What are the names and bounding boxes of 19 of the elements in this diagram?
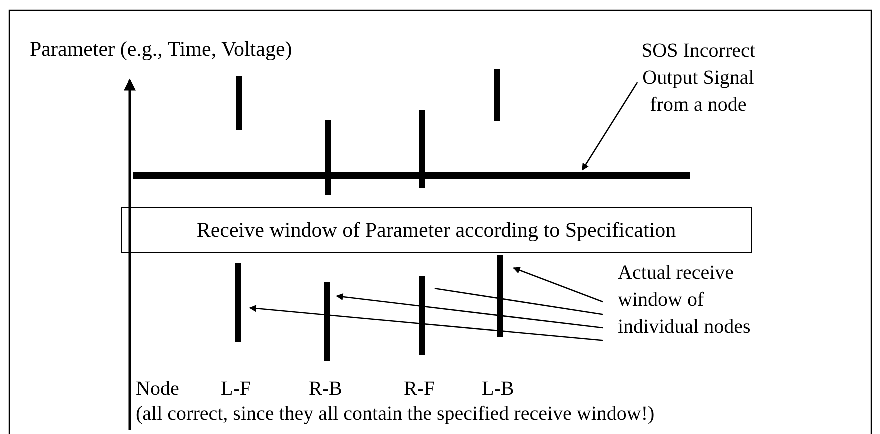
window-bar bbox=[419, 276, 425, 355]
leader-arrow bbox=[249, 305, 604, 342]
node-label: R-F bbox=[404, 377, 436, 402]
leader-arrow bbox=[582, 82, 638, 171]
node-label: L-F bbox=[221, 377, 251, 402]
node-label: L-B bbox=[482, 377, 514, 402]
window-bar bbox=[235, 263, 241, 342]
row-label: Node bbox=[136, 377, 180, 402]
annotation-text: SOS Incorrect Output Signal from a node bbox=[640, 39, 756, 118]
specification-box: Receive window of Parameter according to Specification bbox=[121, 207, 752, 253]
note-text: (all correct, since they all contain the specified receive window!) bbox=[136, 402, 655, 427]
window-bar bbox=[497, 255, 503, 337]
leader-arrow bbox=[336, 294, 604, 329]
leader-line bbox=[434, 288, 604, 316]
leader-arrow bbox=[513, 267, 604, 303]
annotation-text: Actual receive window of individual nodes bbox=[618, 261, 752, 340]
axis-label: Parameter (e.g., Time, Voltage) bbox=[30, 36, 292, 63]
window-bar bbox=[324, 282, 330, 361]
node-label: R-B bbox=[309, 377, 342, 402]
